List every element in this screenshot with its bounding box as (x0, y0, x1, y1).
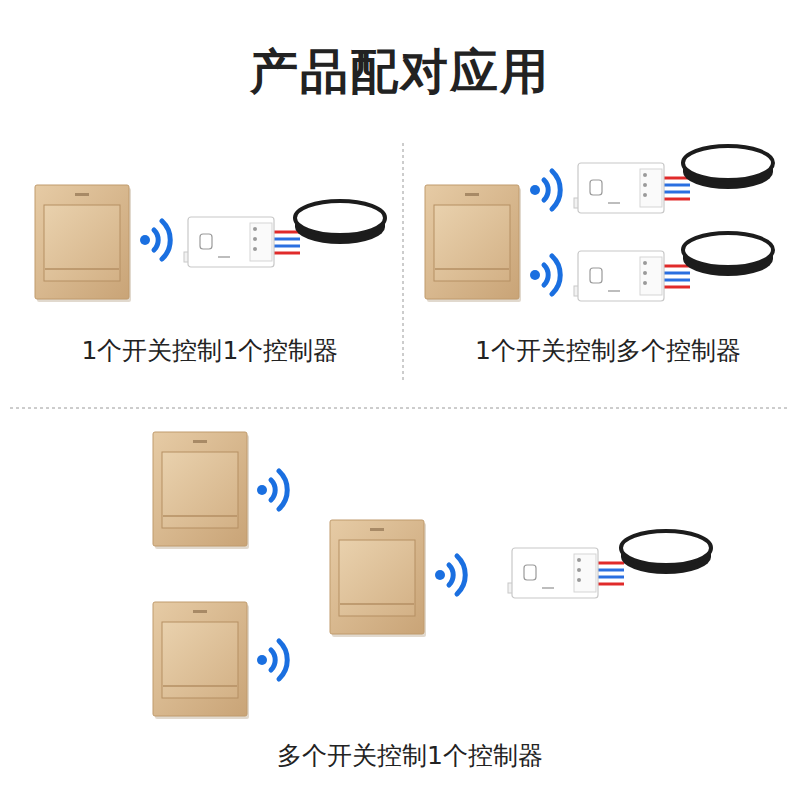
wall-switch (425, 185, 521, 302)
ceiling-lamp (621, 531, 711, 574)
wireless-signal (530, 256, 560, 294)
wireless-signal (257, 471, 287, 509)
wireless-signal (435, 556, 465, 594)
wireless-signal (530, 171, 560, 209)
wall-switch (330, 520, 426, 637)
ceiling-lamp (683, 146, 773, 189)
panel-caption: 多个开关控制1个控制器 (277, 739, 543, 772)
wireless-signal (140, 221, 170, 259)
wall-switch (35, 185, 131, 302)
receiver-controller (508, 548, 624, 598)
wireless-signal (257, 641, 287, 679)
wall-switch (153, 432, 249, 549)
ceiling-lamp (683, 233, 773, 276)
divider (10, 408, 790, 409)
receiver-controller (574, 251, 690, 301)
receiver-controller (574, 163, 690, 213)
title: 产品配对应用 (250, 40, 550, 104)
ceiling-lamp (295, 201, 385, 244)
receiver-controller (184, 217, 300, 267)
panel-caption: 1个开关控制多个控制器 (475, 334, 741, 367)
panel-caption: 1个开关控制1个控制器 (82, 334, 339, 367)
wall-switch (153, 602, 249, 719)
divider (403, 143, 404, 382)
